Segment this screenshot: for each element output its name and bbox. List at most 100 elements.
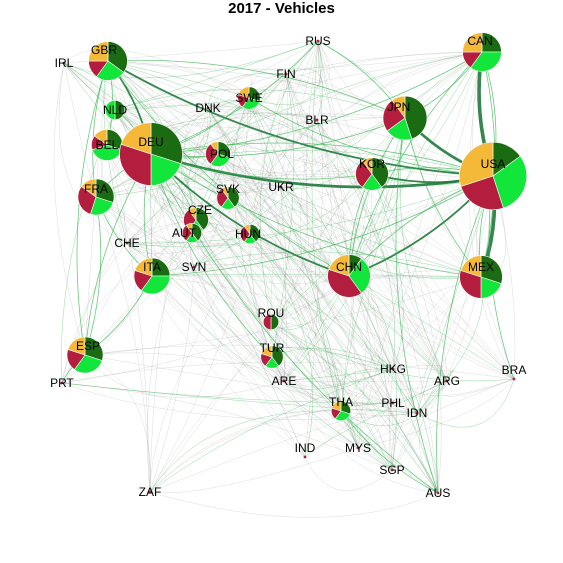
background-edge (191, 232, 393, 471)
node-slice (185, 222, 193, 234)
background-edge (283, 368, 394, 390)
node-label-kor: KOR (359, 157, 385, 171)
background-edge (269, 321, 359, 449)
background-edge (63, 62, 482, 278)
node-zaf (148, 490, 152, 494)
background-edge (280, 186, 342, 412)
background-edge (248, 40, 322, 106)
node-label-rou: ROU (258, 306, 285, 320)
background-edge (149, 410, 342, 493)
background-edge (317, 40, 394, 370)
node-bra (512, 377, 516, 381)
background-edge (107, 60, 209, 117)
edge-deu-can (150, 51, 483, 155)
background-edge (217, 153, 393, 471)
background-edge (107, 60, 373, 175)
node-rou (263, 313, 279, 331)
background-edge (126, 233, 251, 255)
background-edge (305, 40, 359, 449)
background-edge (151, 117, 406, 277)
background-edge (348, 117, 406, 277)
background-edge (280, 186, 515, 380)
background-edge (195, 219, 394, 370)
background-edge (271, 73, 295, 358)
node-dot (391, 367, 395, 371)
background-edge (195, 219, 285, 382)
background-edge (399, 117, 448, 382)
node-slice (107, 41, 128, 73)
background-edge (404, 117, 515, 380)
node-slice (327, 269, 362, 298)
edge-deu-mex (150, 153, 482, 278)
background-edge (270, 321, 393, 471)
node-slice (191, 222, 202, 242)
background-edge (249, 233, 515, 380)
node-label-svn: SVN (182, 260, 207, 274)
background-edge (316, 119, 448, 382)
background-edge (270, 321, 344, 412)
background-edge (217, 153, 394, 370)
node-dot (303, 455, 307, 459)
node-ita (133, 257, 171, 295)
node-slice (74, 354, 103, 374)
node-label-deu: DEU (138, 135, 163, 149)
background-edge (249, 73, 287, 235)
node-slice (460, 255, 482, 278)
background-edge (299, 119, 342, 412)
background-edge (95, 196, 251, 247)
node-svn (192, 265, 196, 269)
background-edge (61, 382, 418, 420)
background-edge (317, 40, 515, 380)
background-edge (107, 60, 394, 404)
node-dot (391, 401, 395, 405)
node-slice (120, 122, 152, 155)
node-dot (415, 411, 419, 415)
node-label-can: CAN (467, 34, 492, 48)
background-edge (207, 107, 418, 414)
background-edge (114, 109, 195, 268)
background-edge (280, 186, 342, 412)
background-edge (114, 109, 229, 199)
node-slice (243, 223, 251, 235)
node-label-bel: BEL (96, 138, 119, 152)
background-edge (416, 378, 515, 428)
background-edge (150, 153, 515, 380)
node-slice (150, 122, 183, 165)
node-arg (445, 379, 449, 383)
background-edge (285, 73, 418, 414)
background-edge (149, 73, 287, 493)
node-slice (95, 178, 115, 203)
background-edge (126, 242, 439, 494)
node-label-tur: TUR (260, 341, 285, 355)
background-edge (207, 107, 359, 449)
background-edge (304, 456, 393, 491)
node-slice (458, 141, 494, 187)
node-slice (355, 160, 373, 188)
node-pol (205, 141, 231, 167)
background-edge (270, 40, 319, 323)
background-edge (392, 402, 440, 494)
background-edge (84, 354, 418, 414)
background-edge (150, 153, 393, 471)
node-dot (60, 381, 64, 385)
node-dot (282, 379, 286, 383)
background-edge (151, 273, 482, 278)
background-edge (316, 119, 448, 382)
background-edge (194, 73, 287, 221)
background-edge (371, 173, 442, 494)
node-slice (371, 157, 389, 188)
node-slice (114, 99, 125, 121)
node-slice (96, 60, 125, 81)
background-edge (151, 175, 494, 277)
node-dnk (206, 106, 210, 110)
node-slice (227, 186, 240, 208)
background-edge (207, 107, 439, 494)
node-label-aus: AUS (426, 486, 451, 500)
background-edge (217, 153, 394, 370)
node-layer (60, 32, 528, 495)
background-edge (277, 379, 342, 412)
background-edge (259, 40, 319, 323)
node-slice (84, 336, 104, 361)
background-edge (249, 73, 288, 235)
